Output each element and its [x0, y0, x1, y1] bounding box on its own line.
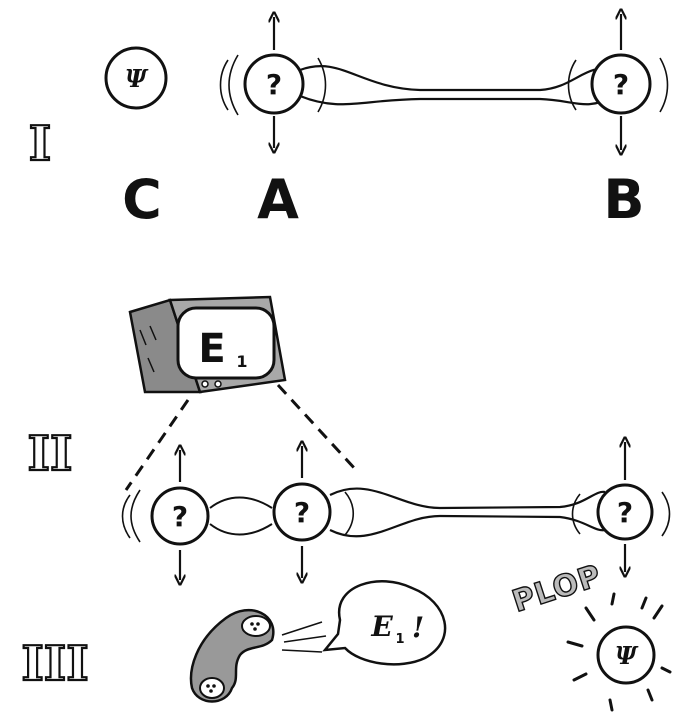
question-mark-b: ?: [613, 68, 629, 101]
label-b: B: [603, 168, 644, 231]
bubble-exclamation: !: [412, 611, 424, 644]
particle-a: ?: [219, 17, 327, 148]
tv-screen-subscript: 1: [236, 352, 247, 371]
question-mark-ii-2: ?: [294, 496, 310, 529]
tv-monitor: E 1: [128, 295, 287, 394]
label-c: C: [122, 168, 162, 231]
speech-bubble: E 1 !: [322, 580, 447, 666]
entanglement-tube-bottom: [299, 94, 616, 106]
tube-link-12-bottom: [209, 523, 273, 536]
psi-symbol-collapsed: Ψ: [615, 641, 639, 670]
panel-3: III E 1 ! PLOP: [20, 557, 672, 712]
particle-b: ?: [567, 14, 669, 150]
sound-lines: [281, 621, 327, 653]
bubble-letter: E: [370, 610, 393, 643]
measurement-line-right: [276, 383, 358, 472]
telephone-handset-icon: [189, 608, 275, 703]
question-mark-a: ?: [266, 68, 282, 101]
bubble-subscript: 1: [395, 632, 404, 647]
plop-text: PLOP: [508, 558, 606, 620]
tube-long-bottom: [329, 514, 606, 538]
entanglement-tube-top: [299, 65, 616, 92]
psi-particle-collapsed: Ψ: [596, 625, 656, 685]
tube-link-12-top: [209, 496, 273, 509]
burst-rays: [566, 592, 672, 712]
panel-1: I Ψ ? ? C A B: [28, 14, 669, 231]
psi-symbol-c: Ψ: [125, 64, 149, 93]
panel-2-numeral: II: [28, 426, 73, 482]
measurement-line-left: [124, 399, 190, 491]
panel-1-numeral: I: [29, 116, 51, 172]
panel-3-numeral: III: [21, 636, 88, 692]
particle-ii-2: ?: [272, 446, 355, 578]
question-mark-ii-1: ?: [172, 500, 188, 533]
particle-ii-3: ?: [571, 442, 671, 572]
panel-2: II E 1 ?: [26, 295, 671, 580]
question-mark-ii-3: ?: [617, 496, 633, 529]
psi-particle-c: Ψ: [104, 46, 168, 110]
label-a: A: [257, 168, 299, 231]
tv-screen-letter: E: [198, 326, 225, 372]
particle-ii-1: ?: [121, 450, 210, 580]
tube-long-top: [329, 487, 606, 510]
